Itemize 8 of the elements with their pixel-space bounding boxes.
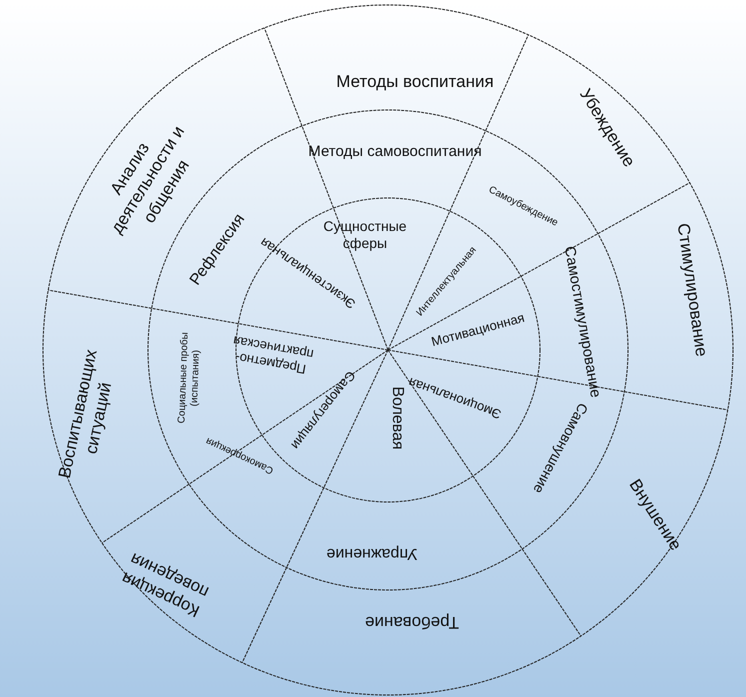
sector-label: Волевая: [388, 386, 407, 450]
sector-label: Социальные пробы (испытания): [175, 330, 203, 426]
sector-label: Требование: [365, 612, 459, 633]
sector-label: Предметно-практическая: [230, 332, 315, 378]
sector-label: Методы самовоспитания: [308, 142, 482, 162]
sector-label: Стимулирование: [672, 222, 712, 358]
sector-label: Упражнение: [326, 544, 418, 563]
sector-label: Методы воспитания: [336, 71, 494, 93]
